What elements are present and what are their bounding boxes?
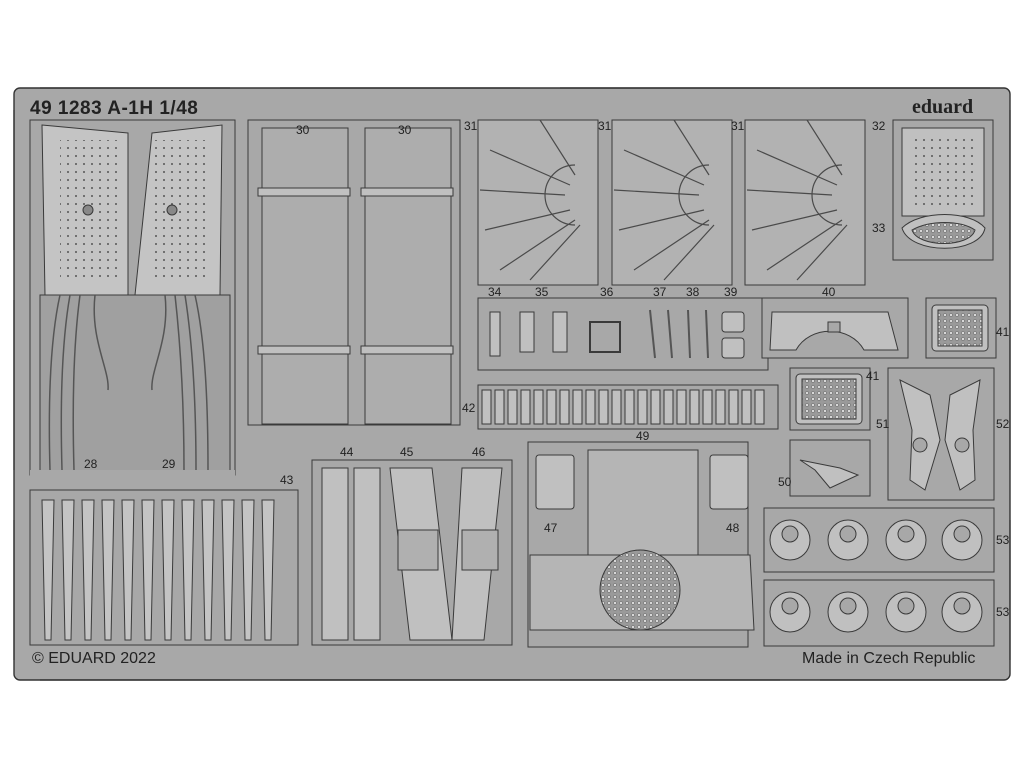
part-number: 31 bbox=[464, 119, 478, 133]
frame-slots bbox=[13, 87, 1011, 681]
brand-logo: eduard bbox=[912, 96, 974, 118]
part-44-46 bbox=[311, 459, 513, 646]
part-number: 48 bbox=[726, 521, 740, 535]
part-34-40 bbox=[477, 297, 909, 371]
part-number: 46 bbox=[472, 445, 486, 459]
part-number: 43 bbox=[280, 473, 294, 487]
part-number: 44 bbox=[340, 445, 354, 459]
part-number: 51 bbox=[876, 417, 890, 431]
part-number: 33 bbox=[872, 221, 886, 235]
part-30 bbox=[247, 119, 461, 426]
origin-text: Made in Czech Republic bbox=[802, 650, 976, 667]
part-32-33 bbox=[892, 119, 994, 261]
part-number: 32 bbox=[872, 119, 886, 133]
sheet-title: 49 1283 A-1H 1/48 bbox=[30, 98, 199, 119]
part-28-29 bbox=[29, 119, 236, 478]
part-number: 52 bbox=[996, 417, 1010, 431]
part-number: 35 bbox=[535, 285, 549, 299]
part-50-52 bbox=[789, 367, 995, 501]
part-number: 31 bbox=[731, 119, 745, 133]
part-number: 53 bbox=[996, 533, 1010, 547]
part-43 bbox=[29, 489, 299, 646]
part-53 bbox=[763, 507, 995, 647]
part-31 bbox=[477, 119, 866, 286]
part-number: 45 bbox=[400, 445, 414, 459]
part-number: 49 bbox=[636, 429, 650, 443]
part-number: 47 bbox=[544, 521, 558, 535]
part-number: 34 bbox=[488, 285, 502, 299]
part-number: 31 bbox=[598, 119, 612, 133]
part-number: 30 bbox=[398, 123, 412, 137]
copyright-text: © EDUARD 2022 bbox=[32, 650, 156, 667]
part-number: 29 bbox=[162, 457, 176, 471]
part-number: 30 bbox=[296, 123, 310, 137]
part-number: 41 bbox=[866, 369, 880, 383]
part-number: 53 bbox=[996, 605, 1010, 619]
part-number: 39 bbox=[724, 285, 738, 299]
part-42 bbox=[477, 384, 779, 430]
part-number: 38 bbox=[686, 285, 700, 299]
part-41 bbox=[789, 297, 997, 431]
part-number: 28 bbox=[84, 457, 98, 471]
part-number: 41 bbox=[996, 325, 1010, 339]
part-number: 37 bbox=[653, 285, 667, 299]
part-number: 42 bbox=[462, 401, 476, 415]
part-number: 40 bbox=[822, 285, 836, 299]
part-47-49 bbox=[527, 441, 755, 648]
part-number: 36 bbox=[600, 285, 614, 299]
part-number: 50 bbox=[778, 475, 792, 489]
